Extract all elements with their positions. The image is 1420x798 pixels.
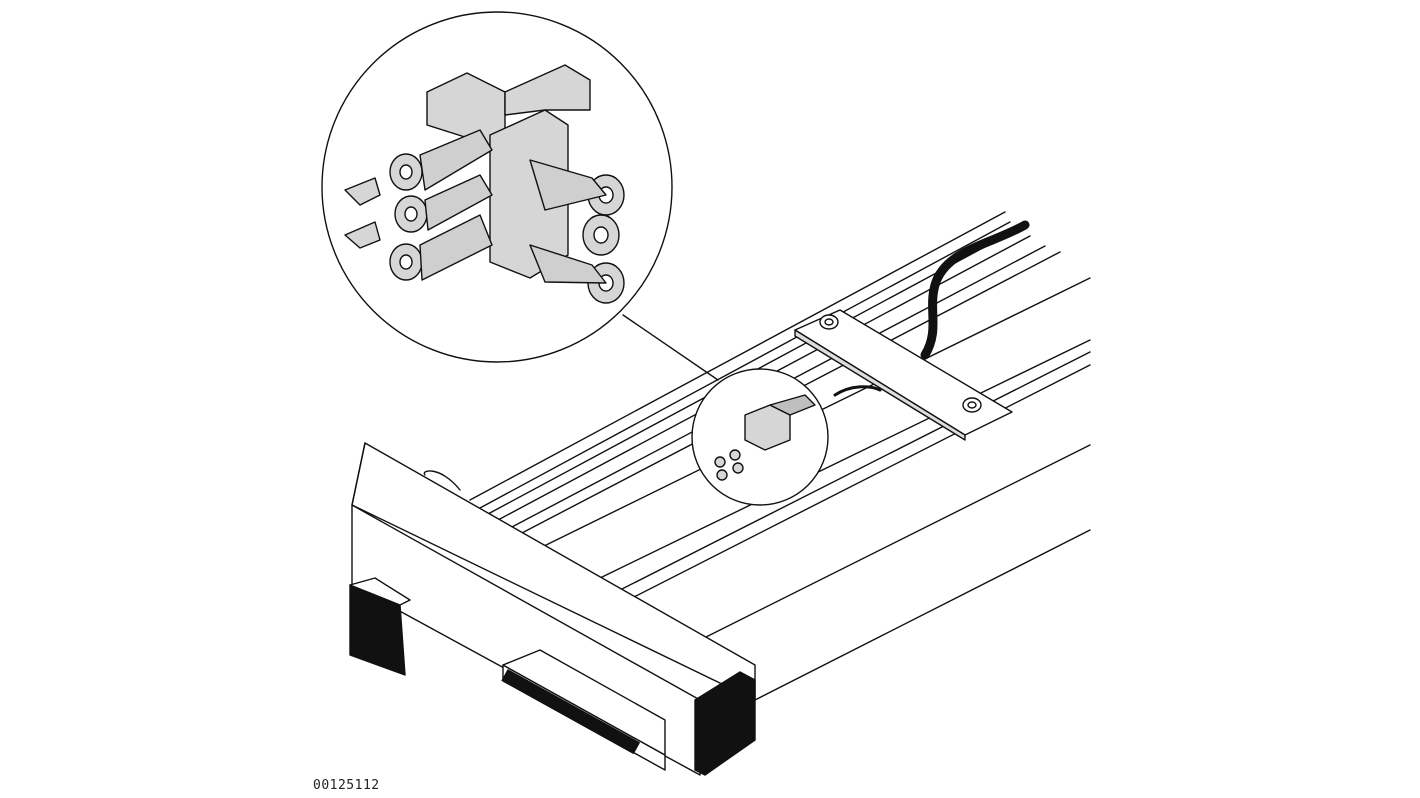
end-cap-right: [694, 671, 756, 776]
end-cap-left: [349, 577, 411, 676]
support-block: [501, 649, 666, 771]
detail-magnifier: [321, 11, 673, 363]
figure-id-label: 00125112: [313, 778, 380, 793]
connector-small: [714, 394, 816, 481]
mounting-plate: [794, 309, 1013, 441]
detail-circle-small: [691, 368, 829, 506]
connector-enlarged: [344, 64, 625, 304]
leader-line: [622, 314, 719, 381]
cable: [833, 220, 1030, 397]
